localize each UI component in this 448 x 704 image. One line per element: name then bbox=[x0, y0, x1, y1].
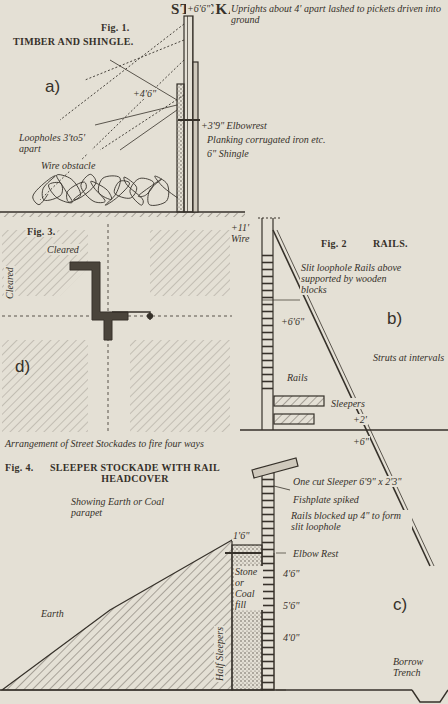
annotation: Cleared bbox=[4, 266, 15, 300]
annotation: Stone or Coal fill bbox=[234, 566, 263, 610]
annotation: Elbow Rest bbox=[292, 548, 339, 559]
annotation: Wire bbox=[230, 233, 251, 244]
figure-heading: Fig. 2 bbox=[320, 238, 348, 249]
annotation: +2' bbox=[352, 414, 368, 425]
annotation: Rails blocked up 4" to form slit loophol… bbox=[290, 510, 412, 532]
callout-letter: a) bbox=[44, 78, 61, 97]
callout-letter: d) bbox=[14, 358, 31, 377]
annotation: 6" Shingle bbox=[206, 148, 250, 159]
annotation: 4'0" bbox=[282, 632, 300, 643]
annotation: 4'6" bbox=[282, 568, 300, 579]
figure-heading: Fig. 3. bbox=[26, 226, 57, 237]
annotation: Fishplate spiked bbox=[292, 494, 360, 505]
figure-heading: SLEEPER STOCKADE WITH RAIL HEADCOVER bbox=[44, 462, 226, 484]
annotation: Half Sleepers bbox=[214, 626, 225, 682]
annotation: Cleared bbox=[46, 244, 80, 255]
wire-obstacle bbox=[33, 174, 178, 205]
figure-heading: Fig. 4. bbox=[4, 462, 35, 473]
callout-letter: b) bbox=[386, 310, 403, 329]
annotation: Showing Earth or Coal parapet bbox=[70, 496, 182, 518]
annotation: Slit loophole Rails above supported by w… bbox=[300, 262, 414, 295]
annotation: Rails bbox=[286, 372, 309, 383]
annotation: Planking corrugated iron etc. bbox=[206, 134, 358, 145]
annotation: Loopholes 3'to5' apart bbox=[18, 132, 92, 154]
annotation: +6'6" bbox=[280, 316, 305, 327]
annotation: +3'9" Elbowrest bbox=[200, 120, 268, 131]
annotation: Arrangement of Street Stockades to fire … bbox=[4, 438, 226, 449]
callout-letter: c) bbox=[392, 596, 408, 615]
figure-heading: Fig. 1. bbox=[100, 22, 131, 33]
annotation: 1'6" bbox=[232, 530, 250, 541]
annotation: One cut Sleeper 6'9" x 2'3" bbox=[292, 476, 446, 487]
annotation: Struts at intervals bbox=[372, 352, 446, 363]
annotation: +11' bbox=[230, 222, 250, 233]
annotation: +6" bbox=[352, 436, 370, 447]
annotation: 5'6" bbox=[282, 600, 300, 611]
annotation: Sleepers bbox=[330, 398, 366, 409]
annotation: Uprights about 4' apart lashed to picket… bbox=[230, 3, 444, 25]
annotation: Borrow Trench bbox=[392, 656, 446, 678]
annotation: Earth bbox=[40, 608, 65, 619]
annotation: Wire obstacle bbox=[40, 160, 96, 171]
figure-heading: RAILS. bbox=[372, 238, 409, 249]
annotation: +4'6" bbox=[132, 88, 157, 99]
figure-heading: TIMBER AND SHINGLE. bbox=[12, 36, 134, 47]
annotation: +6'6" bbox=[186, 3, 211, 14]
